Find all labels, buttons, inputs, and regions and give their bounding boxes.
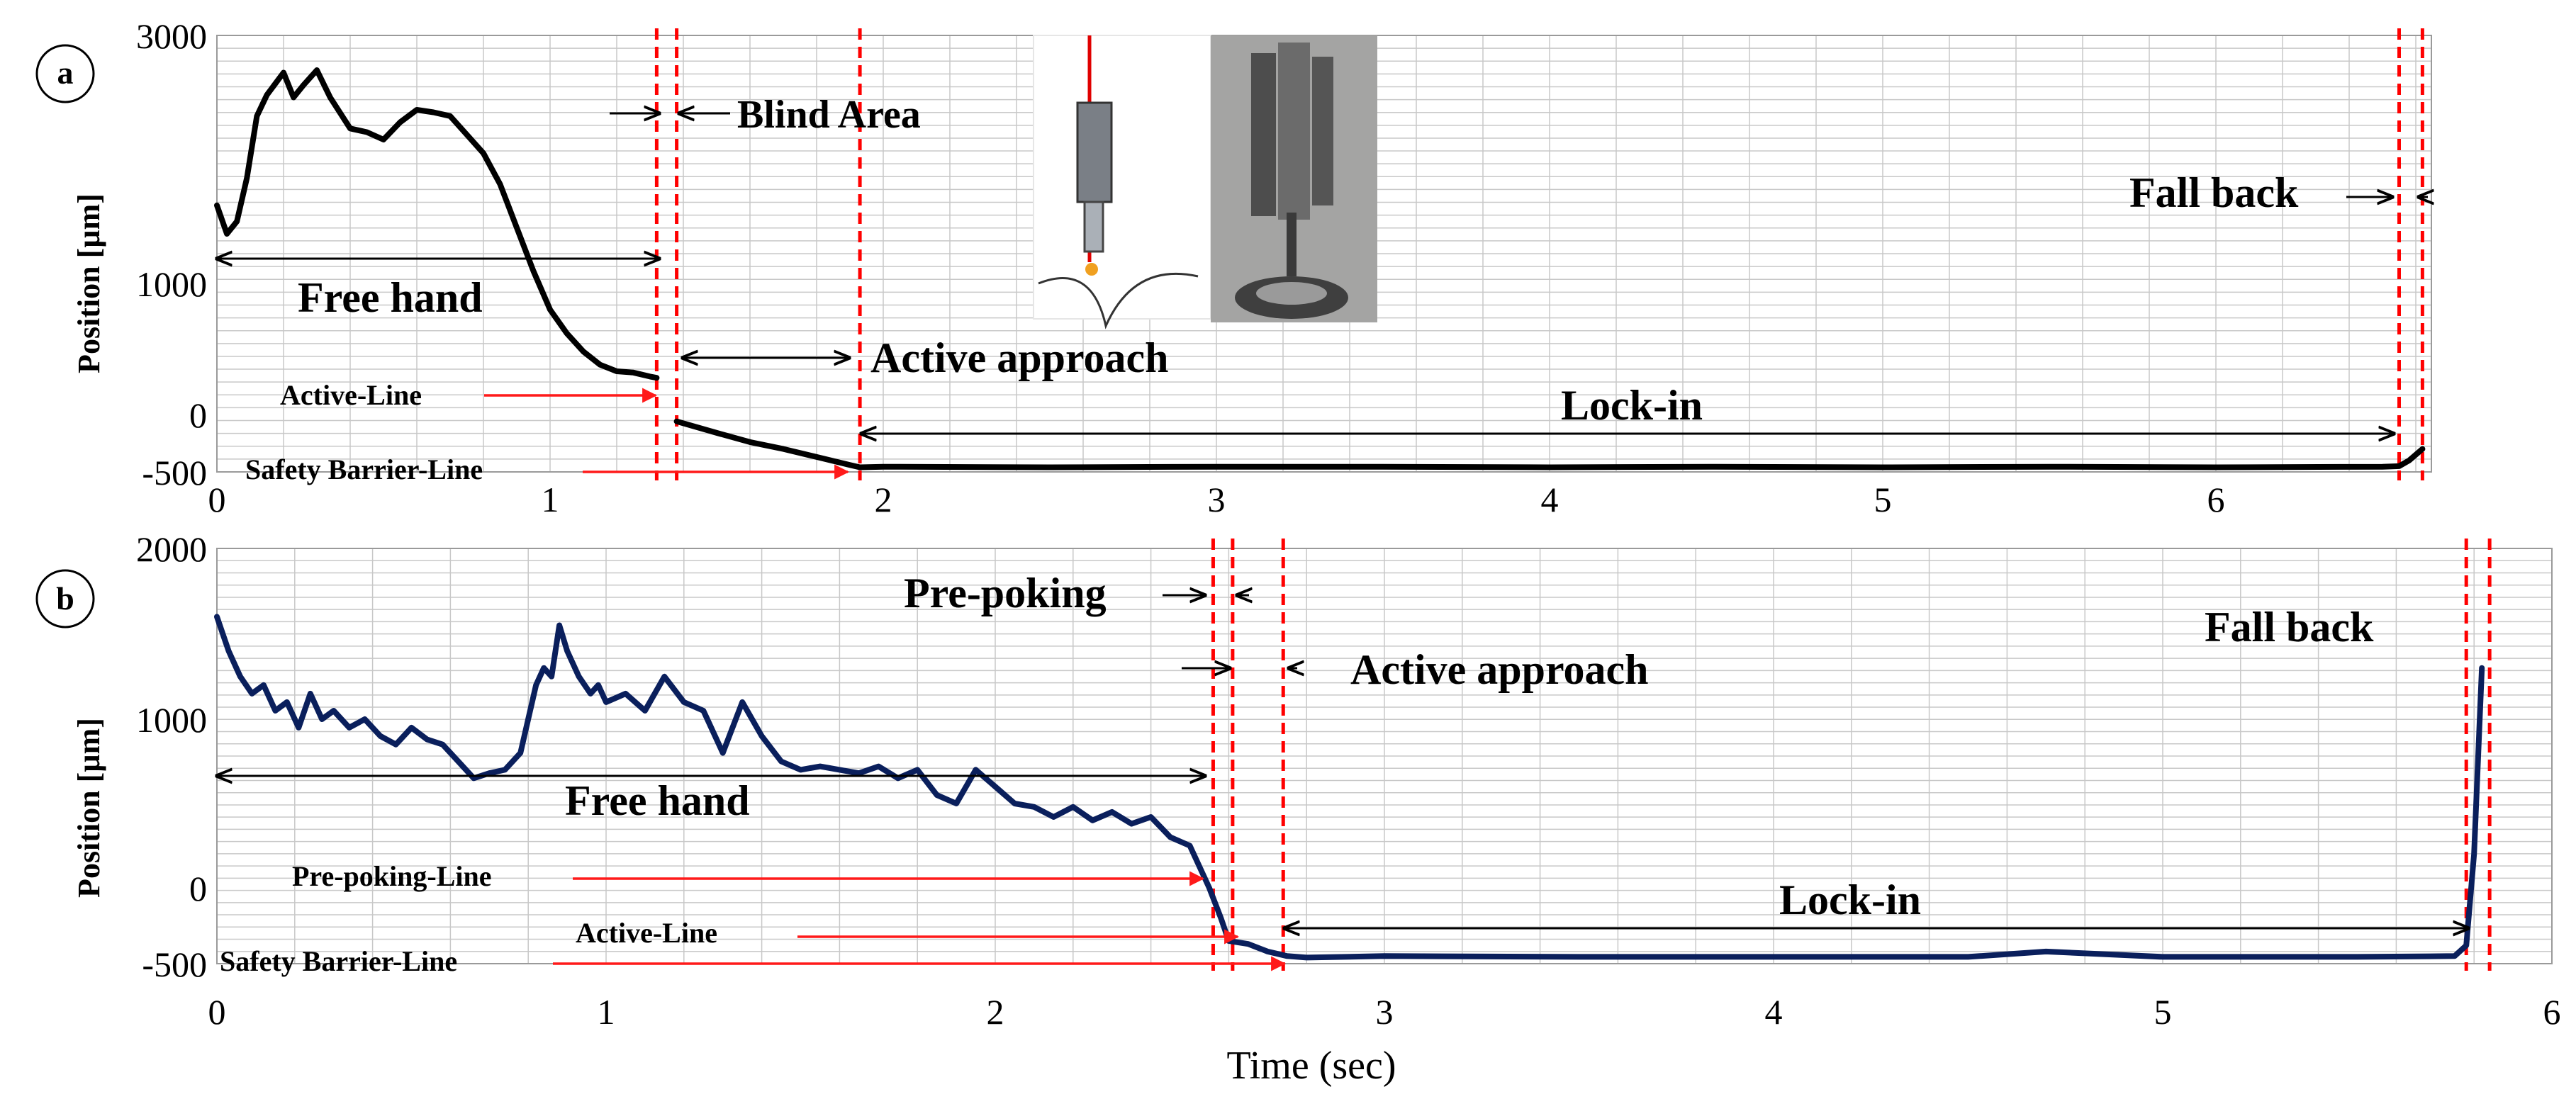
inset-photo-rod-1	[1251, 53, 1276, 216]
inset-photo-rod-3	[1312, 57, 1333, 205]
panel-a-label-circle	[35, 44, 95, 103]
y-tick-label: 0	[189, 869, 207, 908]
free-hand-label-a: Free hand	[298, 274, 483, 321]
x-tick-label: 2	[987, 992, 1004, 1032]
series-line	[214, 614, 2485, 961]
inset-photo-tip	[1287, 213, 1297, 276]
y-tick-label: 3000	[136, 16, 207, 56]
y-tick-label: -500	[142, 453, 207, 492]
y-tick-label: -500	[142, 945, 207, 984]
x-tick-label: 0	[208, 480, 226, 519]
panel-b-label: b	[56, 580, 74, 616]
x-tick-label: 3	[1376, 992, 1394, 1032]
panel-b-xlabel: Time (sec)	[1226, 1044, 1396, 1088]
safety-line-label-b: Safety Barrier-Line	[220, 945, 457, 977]
x-tick-label: 5	[1874, 480, 1892, 519]
panel-b-series	[214, 614, 2485, 961]
active-line-label-a: Active-Line	[280, 379, 422, 411]
inset-schematic	[1033, 35, 1211, 320]
lock-in-label-b: Lock-in	[1779, 877, 1921, 923]
plot-frame	[216, 548, 2553, 964]
y-tick-label: 1000	[136, 264, 207, 304]
panel-b-label-circle	[35, 569, 95, 629]
blind-area-label: Blind Area	[737, 93, 921, 137]
safety-line-label-a: Safety Barrier-Line	[245, 453, 483, 485]
panel-b-ylabel: Position [µm]	[72, 718, 106, 898]
free-hand-label-b: Free hand	[565, 777, 750, 824]
y-tick-label: 1000	[136, 700, 207, 740]
panel-a-annotations: Blind Area Free hand Active approach Loc…	[217, 93, 2428, 485]
panel-b-annotations: Pre-poking Active approach Free hand Loc…	[217, 570, 2468, 977]
inset-probe-tip	[1083, 201, 1104, 253]
x-tick-label: 6	[2543, 992, 2561, 1032]
x-tick-label: 4	[1541, 480, 1559, 519]
panel-a-ylabel: Position [µm]	[72, 193, 106, 373]
active-approach-label-a: Active approach	[870, 334, 1169, 381]
panel-a-label: a	[57, 55, 74, 91]
x-tick-label: 0	[208, 992, 226, 1032]
inset-probe-body	[1076, 101, 1113, 203]
x-tick-label: 4	[1765, 992, 1783, 1032]
inset-spark-icon	[1085, 263, 1098, 276]
inset-photo-rod-2	[1278, 43, 1310, 220]
series-line	[214, 67, 660, 381]
x-tick-label: 6	[2207, 480, 2225, 519]
x-tick-label: 5	[2154, 992, 2172, 1032]
panel-a-inset	[1033, 35, 1377, 329]
panel-a-vlines	[654, 28, 2424, 480]
series-line	[673, 418, 2426, 470]
y-tick-label: 0	[189, 395, 207, 435]
panel-b-grid	[216, 548, 2553, 964]
fall-back-label-b: Fall back	[2205, 604, 2374, 650]
pre-poking-label: Pre-poking	[904, 570, 1107, 616]
active-approach-label-b: Active approach	[1350, 646, 1649, 693]
x-tick-label: 1	[598, 992, 615, 1032]
fall-back-label-a: Fall back	[2129, 169, 2299, 216]
x-tick-label: 1	[542, 480, 559, 519]
lock-in-label-a: Lock-in	[1561, 382, 1703, 429]
y-tick-label: 2000	[136, 529, 207, 569]
panel-a-series	[214, 67, 2426, 470]
x-tick-label: 2	[875, 480, 892, 519]
inset-surface-curve	[1038, 272, 1199, 329]
x-tick-label: 3	[1208, 480, 1226, 519]
active-line-label-b: Active-Line	[576, 917, 717, 949]
pre-poking-line-label: Pre-poking-Line	[292, 860, 492, 892]
